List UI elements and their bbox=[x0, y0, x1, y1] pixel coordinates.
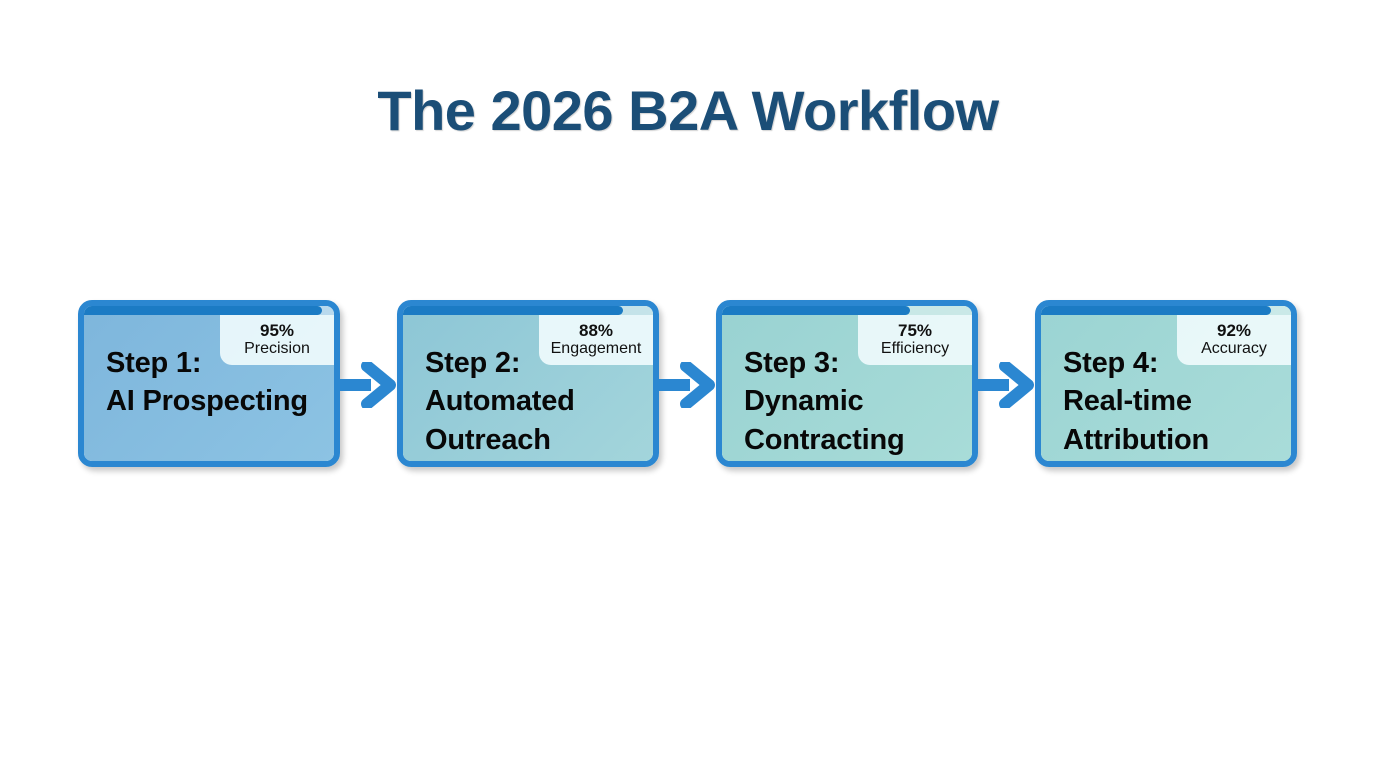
step-3-metric-value: 75% bbox=[897, 321, 933, 340]
step-2-metric-badge: 88% Engagement bbox=[539, 315, 653, 365]
page-title: The 2026 B2A Workflow bbox=[377, 79, 999, 142]
step-3-metric-label: Efficiency bbox=[880, 340, 950, 358]
step-3-heading: Step 3: bbox=[744, 347, 840, 379]
step-3-subheading-line1: Dynamic bbox=[744, 385, 864, 418]
step-4-box[interactable]: Step 4: Real-time Attribution 92% Accura… bbox=[1035, 300, 1297, 467]
step-2-label: Step 2: Automated Outreach bbox=[425, 344, 643, 459]
step-4-heading: Step 4: bbox=[1063, 347, 1159, 379]
step-4-metric-label: Accuracy bbox=[1201, 340, 1267, 358]
step-1-box[interactable]: Step 1: AI Prospecting 95% Precision bbox=[78, 300, 340, 467]
step-1-progress-track bbox=[84, 306, 334, 315]
workflow-step-3[interactable]: Step 3: Dynamic Contracting 75% Efficien… bbox=[716, 300, 978, 467]
arrow-right-icon bbox=[659, 362, 717, 408]
step-1-metric-label: Precision bbox=[244, 340, 310, 358]
step-2-progress-track bbox=[403, 306, 653, 315]
step-4-progress-fill bbox=[1041, 306, 1271, 315]
arrow-right-icon bbox=[978, 362, 1036, 408]
step-2-heading: Step 2: bbox=[425, 347, 521, 379]
workflow-step-1[interactable]: Step 1: AI Prospecting 95% Precision bbox=[78, 300, 340, 467]
step-3-label: Step 3: Dynamic Contracting bbox=[744, 344, 962, 459]
step-2-metric-label: Engagement bbox=[550, 340, 642, 358]
step-3-box[interactable]: Step 3: Dynamic Contracting 75% Efficien… bbox=[716, 300, 978, 467]
step-3-progress-track bbox=[722, 306, 972, 315]
step-4-label: Step 4: Real-time Attribution bbox=[1063, 344, 1281, 459]
step-1-subheading: AI Prospecting bbox=[106, 385, 308, 418]
workflow-step-2[interactable]: Step 2: Automated Outreach 88% Engagemen… bbox=[397, 300, 659, 467]
step-1-label: Step 1: AI Prospecting bbox=[106, 344, 324, 421]
step-2-progress-fill bbox=[403, 306, 623, 315]
step-1-metric-badge: 95% Precision bbox=[220, 315, 334, 365]
step-1-metric-value: 95% bbox=[259, 321, 295, 340]
step-1-heading: Step 1: bbox=[106, 347, 202, 379]
step-4-subheading-line2: Attribution bbox=[1063, 423, 1209, 456]
step-2-subheading-line1: Automated bbox=[425, 385, 575, 418]
step-2-box[interactable]: Step 2: Automated Outreach 88% Engagemen… bbox=[397, 300, 659, 467]
step-2-subheading-line2: Outreach bbox=[425, 423, 551, 456]
step-4-progress-track bbox=[1041, 306, 1291, 315]
step-4-subheading-line1: Real-time bbox=[1063, 385, 1192, 418]
workflow-step-4[interactable]: Step 4: Real-time Attribution 92% Accura… bbox=[1035, 300, 1297, 467]
step-3-progress-fill bbox=[722, 306, 910, 315]
arrow-right-icon bbox=[340, 362, 398, 408]
step-4-metric-badge: 92% Accuracy bbox=[1177, 315, 1291, 365]
step-1-progress-fill bbox=[84, 306, 322, 315]
workflow-diagram: Step 1: AI Prospecting 95% Precision Ste… bbox=[78, 300, 1300, 468]
step-3-subheading-line2: Contracting bbox=[744, 423, 905, 456]
step-2-metric-value: 88% bbox=[578, 321, 614, 340]
step-3-metric-badge: 75% Efficiency bbox=[858, 315, 972, 365]
step-4-metric-value: 92% bbox=[1216, 321, 1252, 340]
